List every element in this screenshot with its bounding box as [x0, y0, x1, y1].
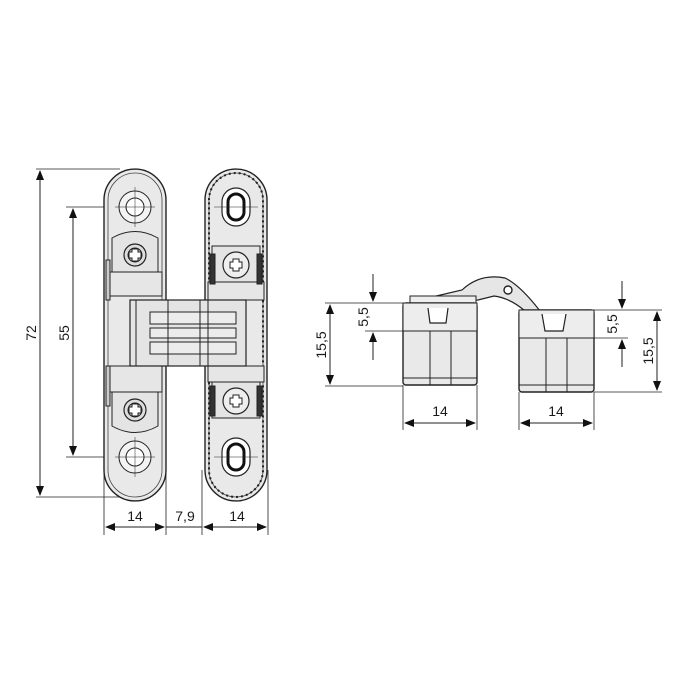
dim-hole-spacing: 55	[56, 325, 72, 341]
side-view	[325, 274, 662, 430]
dim-left-upper-height: 5,5	[355, 307, 371, 327]
dim-leaf-width-left: 14	[127, 508, 143, 524]
dim-right-total-height: 15,5	[640, 337, 656, 364]
front-view	[36, 168, 269, 535]
dim-right-upper-height: 5,5	[604, 314, 620, 334]
dim-gap: 7,9	[175, 508, 195, 524]
dim-right-width: 14	[548, 403, 564, 419]
dim-left-width: 14	[432, 403, 448, 419]
dim-leaf-width-right: 14	[229, 508, 245, 524]
dim-overall-height: 72	[23, 325, 39, 341]
hinge-pivot-link	[129, 299, 247, 367]
dim-left-total-height: 15,5	[313, 331, 329, 358]
